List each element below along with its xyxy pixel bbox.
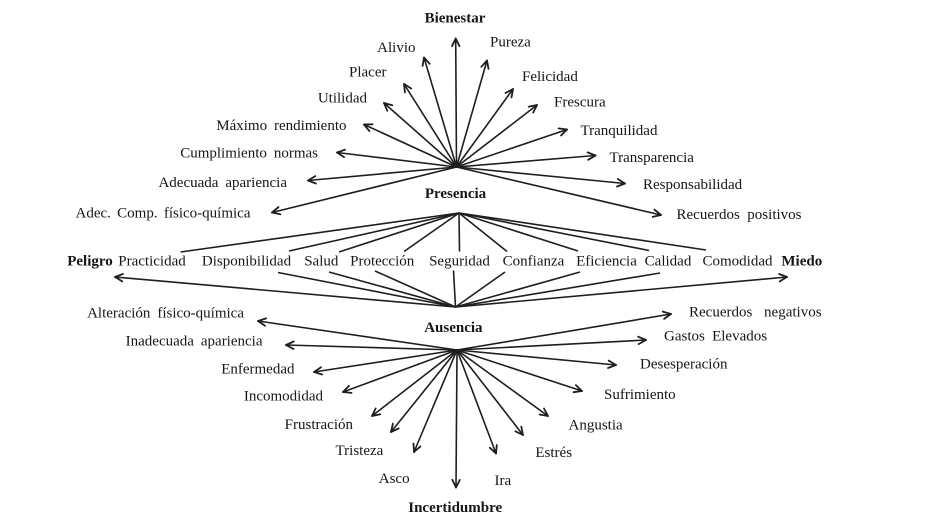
svg-text:Salud: Salud	[304, 254, 339, 270]
svg-text:Frescura: Frescura	[554, 95, 606, 111]
svg-text:Estrés: Estrés	[535, 445, 572, 461]
svg-text:Confianza: Confianza	[503, 254, 565, 270]
svg-text:Eficiencia: Eficiencia	[576, 254, 637, 270]
svg-text:Felicidad: Felicidad	[522, 69, 578, 85]
svg-text:Adecuada apariencia: Adecuada apariencia	[158, 175, 287, 191]
svg-text:Calidad: Calidad	[645, 254, 692, 270]
svg-text:Recuerdos positivos: Recuerdos positivos	[677, 207, 802, 223]
svg-text:Protección: Protección	[350, 254, 415, 270]
svg-text:Peligro: Peligro	[67, 254, 113, 270]
svg-text:Utilidad: Utilidad	[318, 91, 368, 107]
svg-text:Recuerdos negativos: Recuerdos negativos	[689, 305, 822, 321]
svg-text:Responsabilidad: Responsabilidad	[643, 177, 743, 193]
svg-text:Presencia: Presencia	[425, 186, 487, 202]
svg-text:Gastos Elevados: Gastos Elevados	[664, 329, 767, 345]
svg-text:Ira: Ira	[495, 473, 512, 489]
svg-text:Cumplimiento normas: Cumplimiento normas	[180, 146, 318, 162]
svg-text:Comodidad: Comodidad	[703, 254, 773, 270]
svg-text:Seguridad: Seguridad	[429, 254, 490, 270]
svg-text:Inadecuada apariencia: Inadecuada apariencia	[126, 334, 263, 350]
svg-text:Frustración: Frustración	[285, 417, 354, 433]
svg-text:Adec. Comp. físico-química: Adec. Comp. físico-química	[76, 206, 251, 222]
svg-text:Placer: Placer	[349, 65, 386, 81]
svg-text:Máximo rendimiento: Máximo rendimiento	[216, 118, 346, 134]
svg-text:Tranquilidad: Tranquilidad	[581, 123, 658, 139]
svg-text:Asco: Asco	[379, 471, 410, 487]
svg-text:Transparencia: Transparencia	[610, 150, 695, 166]
svg-text:Disponibilidad: Disponibilidad	[202, 254, 292, 270]
svg-text:Incomodidad: Incomodidad	[244, 389, 324, 405]
svg-text:Alteración físico-química: Alteración físico-química	[87, 306, 244, 322]
svg-text:Miedo: Miedo	[781, 254, 822, 270]
svg-text:Desesperación: Desesperación	[640, 357, 728, 373]
svg-text:Sufrimiento: Sufrimiento	[604, 387, 676, 403]
svg-text:Ausencia: Ausencia	[424, 320, 483, 336]
svg-text:Enfermedad: Enfermedad	[221, 362, 295, 378]
svg-text:Alivio: Alivio	[377, 40, 415, 56]
svg-text:Practicidad: Practicidad	[118, 254, 186, 270]
svg-text:Angustia: Angustia	[569, 418, 624, 434]
svg-text:Incertidumbre: Incertidumbre	[408, 500, 502, 516]
svg-text:Pureza: Pureza	[490, 35, 531, 51]
svg-text:Tristeza: Tristeza	[336, 443, 384, 459]
svg-text:Bienestar: Bienestar	[425, 11, 486, 27]
